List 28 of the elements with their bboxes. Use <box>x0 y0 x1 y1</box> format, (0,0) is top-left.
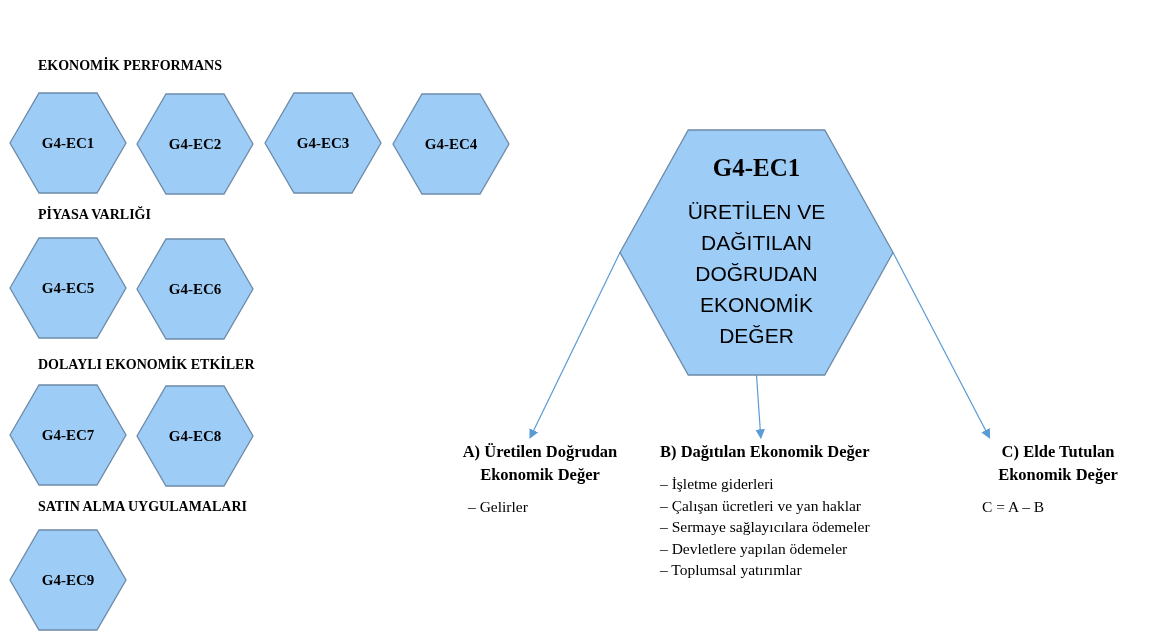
category-heading: SATIN ALMA UYGULAMALARI <box>38 499 247 515</box>
arrow <box>529 251 621 439</box>
hexagon-title: G4-EC3 <box>296 134 350 152</box>
hexagon-title: G4-EC6 <box>168 280 222 298</box>
list-item: – İşletme giderleri <box>660 474 775 494</box>
hexagon-title: G4-EC9 <box>41 571 95 589</box>
arrow <box>892 251 991 439</box>
list-item: C = A – B <box>981 497 1046 517</box>
hexagon-title: G4-EC1 <box>41 134 95 152</box>
category-heading: EKONOMİK PERFORMANS <box>38 58 222 74</box>
category-heading: PİYASA VARLIĞI <box>38 207 151 223</box>
section-heading: A) Üretilen Doğrudan Ekonomik Değer <box>461 441 619 486</box>
list-item: – Toplumsal yatırımlar <box>660 560 803 580</box>
section-heading: C) Elde Tutulan Ekonomik Değer <box>997 441 1119 486</box>
hexagon-title: G4-EC5 <box>41 279 95 297</box>
hexagon-title: G4-EC7 <box>41 426 95 444</box>
arrow <box>755 374 765 439</box>
section-heading: B) Dağıtılan Ekonomik Değer <box>660 441 871 463</box>
hexagon-text: ÜRETİLEN VE DAĞITILAN DOĞRUDAN EKONOMİK DEĞER <box>686 199 827 349</box>
hexagon-title: G4-EC8 <box>168 427 222 445</box>
category-heading: DOLAYLI EKONOMİK ETKİLER <box>38 357 255 373</box>
list-item: – Çalışan ücretleri ve yan haklar <box>660 495 862 516</box>
hexagon-title: G4-EC4 <box>424 135 478 153</box>
list-item: – Sermaye sağlayıcılara ödemeler <box>660 517 871 537</box>
list-item: – Devletlere yapılan ödemeler <box>660 538 849 559</box>
hexagon-title: G4-EC1 <box>712 154 801 182</box>
hexagon-title: G4-EC2 <box>168 135 222 153</box>
list-item: – Gelirler <box>467 497 529 517</box>
